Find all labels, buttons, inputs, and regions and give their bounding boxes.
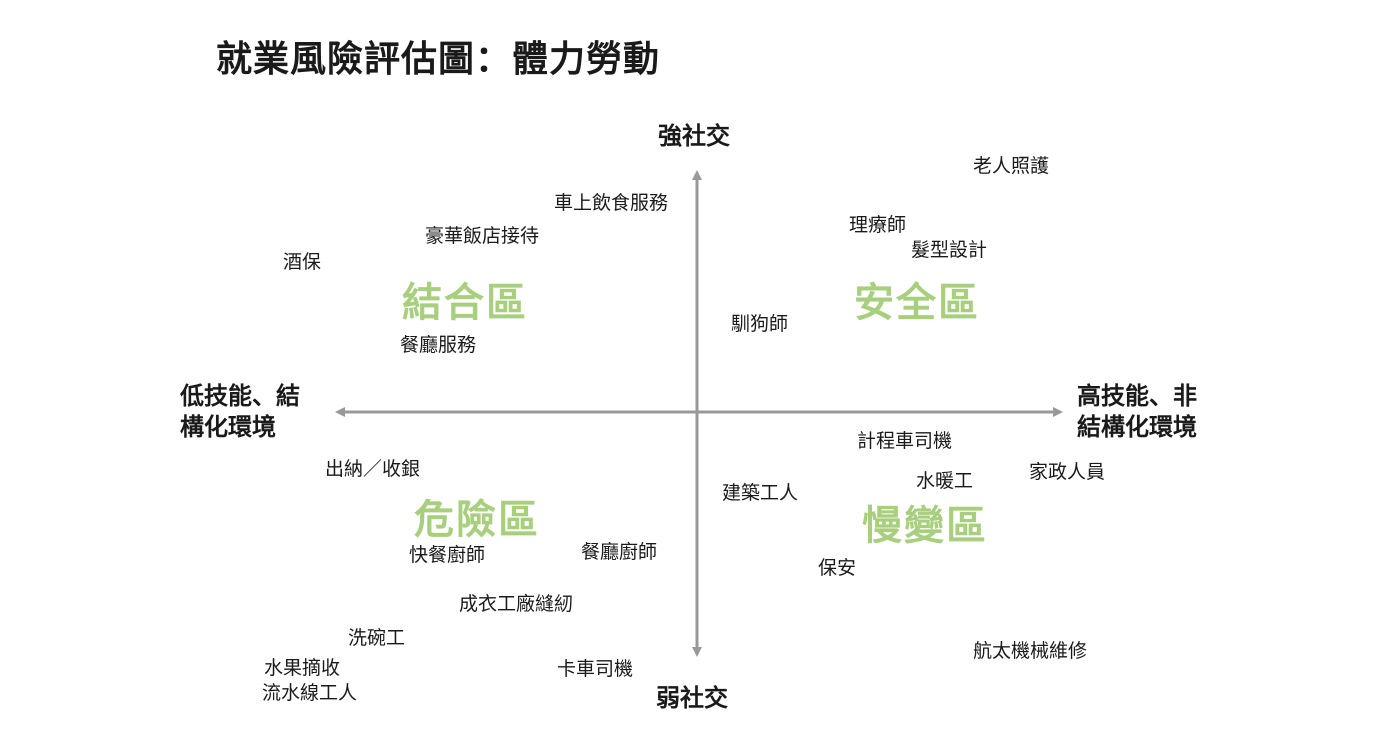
- job-fast-food-cook: 快餐廚師: [409, 544, 486, 566]
- zone-danger: 危險區: [414, 497, 540, 543]
- job-cashier: 出納／收銀: [325, 458, 421, 480]
- job-plumber: 水暖工: [916, 470, 974, 492]
- job-bartender: 酒保: [283, 251, 322, 273]
- job-housekeeper: 家政人員: [1029, 461, 1106, 483]
- axis-label-weak-social: 弱社交: [656, 684, 728, 712]
- job-physical-therapist: 理療師: [849, 214, 907, 236]
- page-title: 就業風險評估圖：體力勞動: [216, 39, 661, 80]
- job-dishwasher: 洗碗工: [348, 627, 406, 649]
- axis-label-low-skill: 低技能、結 構化環境: [180, 381, 300, 443]
- axis-label-high-skill-line1: 高技能、非: [1077, 382, 1197, 410]
- zone-safe: 安全區: [854, 280, 980, 326]
- job-assembly-line-worker: 流水線工人: [262, 682, 358, 704]
- axis-label-low-skill-line1: 低技能、結: [180, 382, 300, 410]
- job-aerospace-maintenance: 航太機械維修: [973, 640, 1088, 662]
- job-restaurant-chef: 餐廳廚師: [581, 541, 658, 563]
- job-hair-design: 髮型設計: [911, 239, 988, 261]
- axis-label-low-skill-line2: 構化環境: [180, 413, 276, 441]
- job-luxury-hotel-reception: 豪華飯店接待: [425, 225, 540, 247]
- job-elderly-care: 老人照護: [973, 155, 1050, 177]
- job-security-guard: 保安: [818, 557, 857, 579]
- job-dog-trainer: 馴狗師: [731, 313, 789, 335]
- job-car-food-service: 車上飲食服務: [554, 192, 669, 214]
- zone-combined: 結合區: [402, 280, 528, 326]
- job-taxi-driver: 計程車司機: [857, 430, 953, 452]
- axis-label-strong-social: 強社交: [658, 122, 730, 150]
- axis-label-high-skill: 高技能、非 結構化環境: [1077, 381, 1197, 443]
- zone-slow-change: 慢變區: [862, 503, 988, 549]
- job-restaurant-service: 餐廳服務: [400, 334, 477, 356]
- job-fruit-picking: 水果摘收: [264, 657, 341, 679]
- job-construction-worker: 建築工人: [722, 482, 799, 504]
- axis-label-high-skill-line2: 結構化環境: [1077, 413, 1197, 441]
- job-truck-driver: 卡車司機: [557, 658, 634, 680]
- job-garment-factory-sewing: 成衣工廠縫紉: [459, 593, 574, 615]
